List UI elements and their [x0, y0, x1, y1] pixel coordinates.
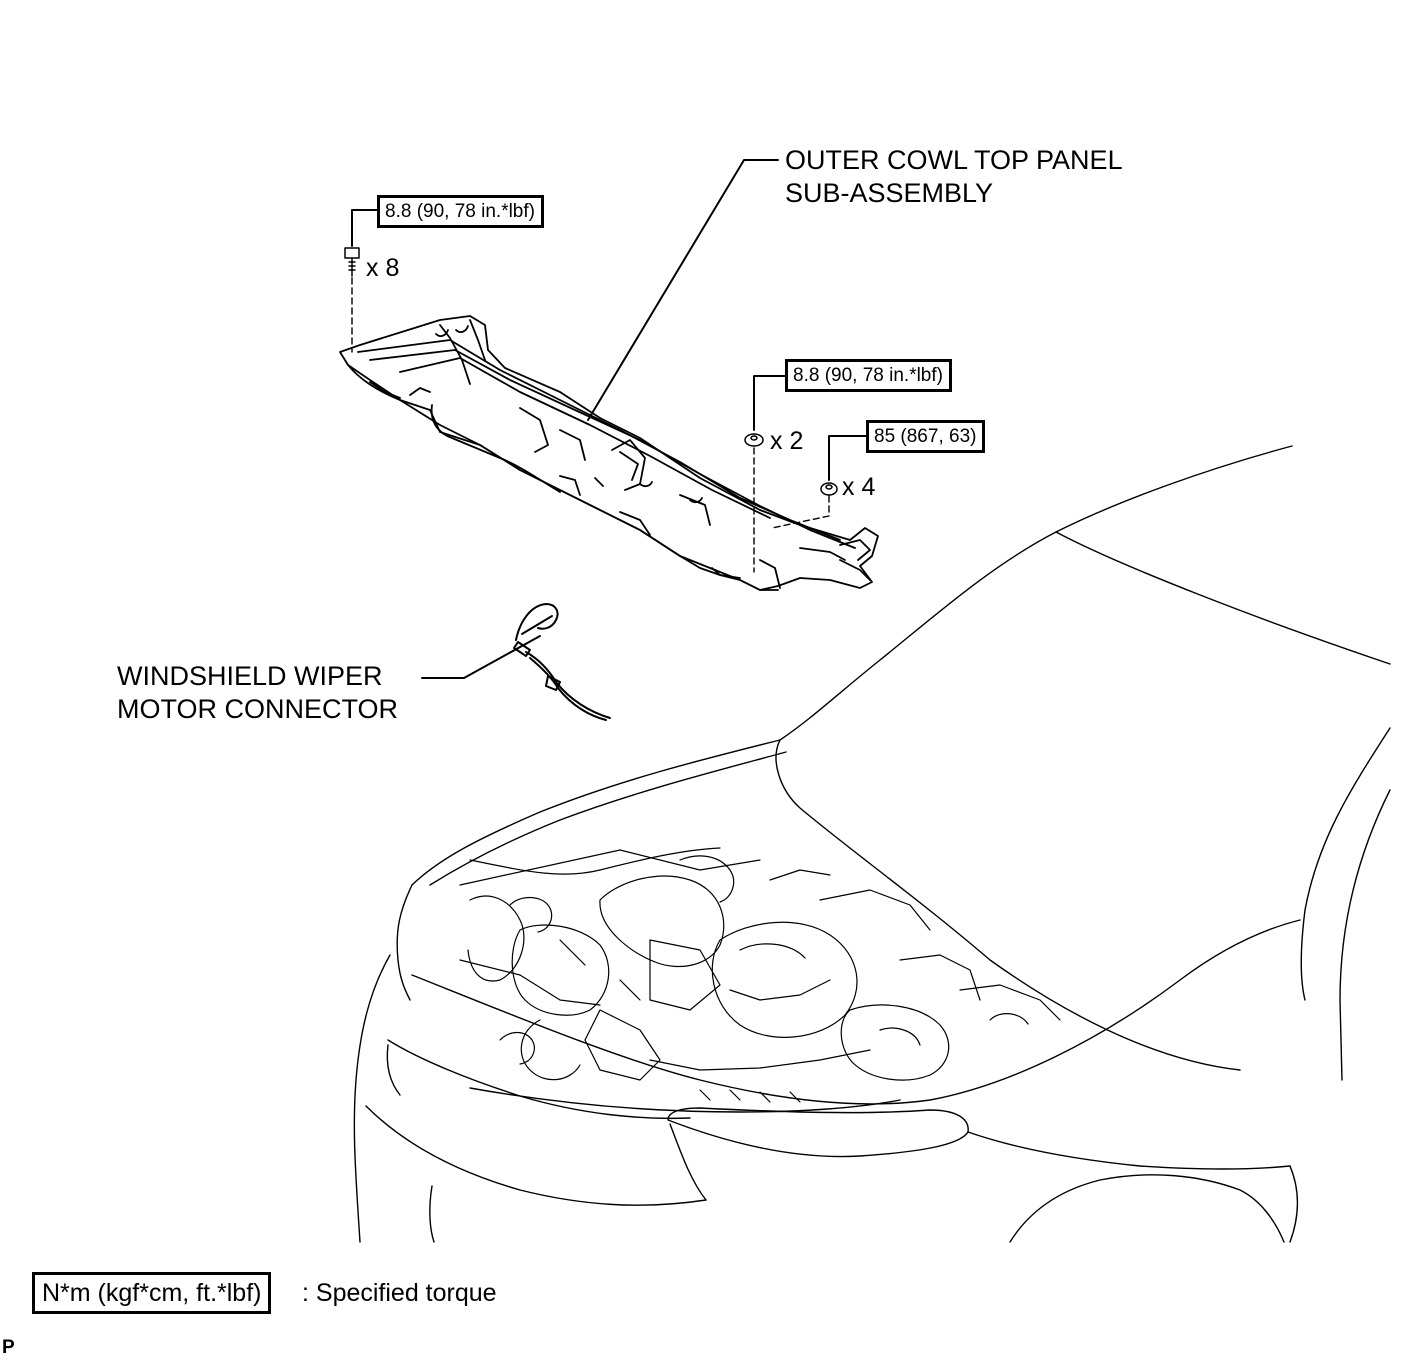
torque-spec-right-nuts: 85 (867, 63) — [866, 420, 986, 453]
torque-spec-bolts: 8.8 (90, 78 in.*lbf) — [377, 195, 544, 228]
nut-right-icon — [820, 482, 838, 496]
nut-center-icon — [744, 433, 764, 447]
install-lines — [351, 277, 830, 573]
outer-cowl-label-line1: OUTER COWL TOP PANEL — [785, 145, 1123, 175]
outer-cowl-label-line2: SUB-ASSEMBLY — [785, 178, 994, 208]
torque-spec-center-nuts: 8.8 (90, 78 in.*lbf) — [785, 359, 952, 392]
outer-cowl-panel — [339, 315, 879, 591]
leader-lines — [351, 159, 871, 679]
wiper-connector-label-line2: MOTOR CONNECTOR — [117, 694, 399, 724]
vehicle-outline — [353, 445, 1391, 1243]
bolt-quantity: x 8 — [366, 254, 400, 282]
engine-bay — [459, 847, 1061, 1103]
torque-legend-text: : Specified torque — [302, 1279, 497, 1307]
wiper-connector — [513, 603, 611, 721]
torque-legend-box: N*m (kgf*cm, ft.*lbf) — [32, 1272, 272, 1314]
wiper-connector-label-line1: WINDSHIELD WIPER — [117, 661, 383, 691]
center-nut-quantity: x 2 — [770, 427, 804, 455]
bolt-left-icon — [344, 247, 360, 277]
right-nut-quantity: x 4 — [842, 473, 876, 501]
corner-mark: P — [2, 1337, 15, 1358]
